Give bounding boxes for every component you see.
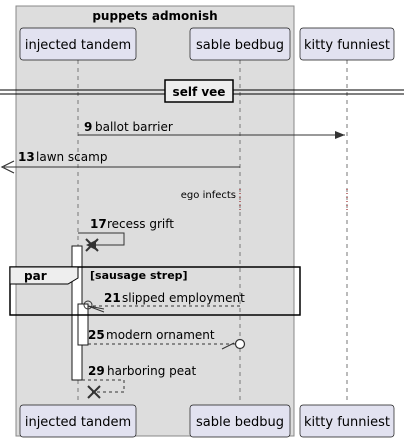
participant-head-kitty-funniest: kitty funniest bbox=[299, 27, 395, 61]
participant-foot-sable-bedbug: sable bedbug bbox=[189, 404, 291, 438]
svg-text:9: 9 bbox=[84, 120, 92, 134]
svg-text:ego infects: ego infects bbox=[181, 190, 236, 201]
participant-head-sable-bedbug: sable bedbug bbox=[189, 27, 291, 61]
svg-text:kitty funniest: kitty funniest bbox=[304, 38, 390, 53]
participant-head-injected-tandem: injected tandem bbox=[19, 27, 137, 61]
message-29: 29 harboring peat bbox=[82, 364, 197, 399]
group-box bbox=[15, 5, 295, 437]
svg-text:injected tandem: injected tandem bbox=[25, 38, 131, 53]
svg-text:sable bedbug: sable bedbug bbox=[196, 415, 284, 430]
message-25: 25 modern ornament bbox=[88, 328, 246, 350]
svg-text:injected tandem: injected tandem bbox=[25, 415, 131, 430]
participant-foot-kitty-funniest: kitty funniest bbox=[299, 404, 395, 438]
svg-text:13: 13 bbox=[18, 150, 35, 164]
participant-foot-injected-tandem: injected tandem bbox=[19, 404, 137, 438]
svg-text:lawn scamp: lawn scamp bbox=[36, 150, 107, 164]
svg-text:self vee: self vee bbox=[173, 85, 226, 99]
par-fragment: par [sausage strep] bbox=[9, 266, 301, 316]
svg-text:slipped employment: slipped employment bbox=[122, 291, 245, 305]
note-ego-infects: ego infects bbox=[181, 189, 348, 213]
message-17: 17 recess grift bbox=[78, 217, 174, 252]
svg-text:modern ornament: modern ornament bbox=[106, 328, 215, 342]
svg-text:recess grift: recess grift bbox=[107, 217, 174, 231]
svg-text:kitty funniest: kitty funniest bbox=[304, 415, 390, 430]
message-13: 13 lawn scamp bbox=[0, 150, 240, 174]
svg-text:25: 25 bbox=[88, 328, 105, 342]
svg-text:sable bedbug: sable bedbug bbox=[196, 38, 284, 53]
activation-bar-nested bbox=[77, 303, 89, 346]
svg-text:21: 21 bbox=[104, 291, 121, 305]
destroy-icon bbox=[85, 238, 99, 252]
svg-text:17: 17 bbox=[90, 217, 107, 231]
message-21: 21 slipped employment bbox=[83, 291, 245, 313]
divider: self vee bbox=[0, 79, 404, 103]
svg-text:ballot barrier: ballot barrier bbox=[95, 120, 173, 134]
group-box-title: puppets admonish bbox=[92, 9, 217, 23]
destroy-icon bbox=[87, 385, 101, 399]
svg-text:[sausage strep]: [sausage strep] bbox=[90, 269, 188, 282]
message-9: 9 ballot barrier bbox=[78, 120, 345, 139]
svg-text:29: 29 bbox=[88, 364, 105, 378]
svg-text:par: par bbox=[24, 269, 47, 283]
svg-text:harboring peat: harboring peat bbox=[107, 364, 197, 378]
